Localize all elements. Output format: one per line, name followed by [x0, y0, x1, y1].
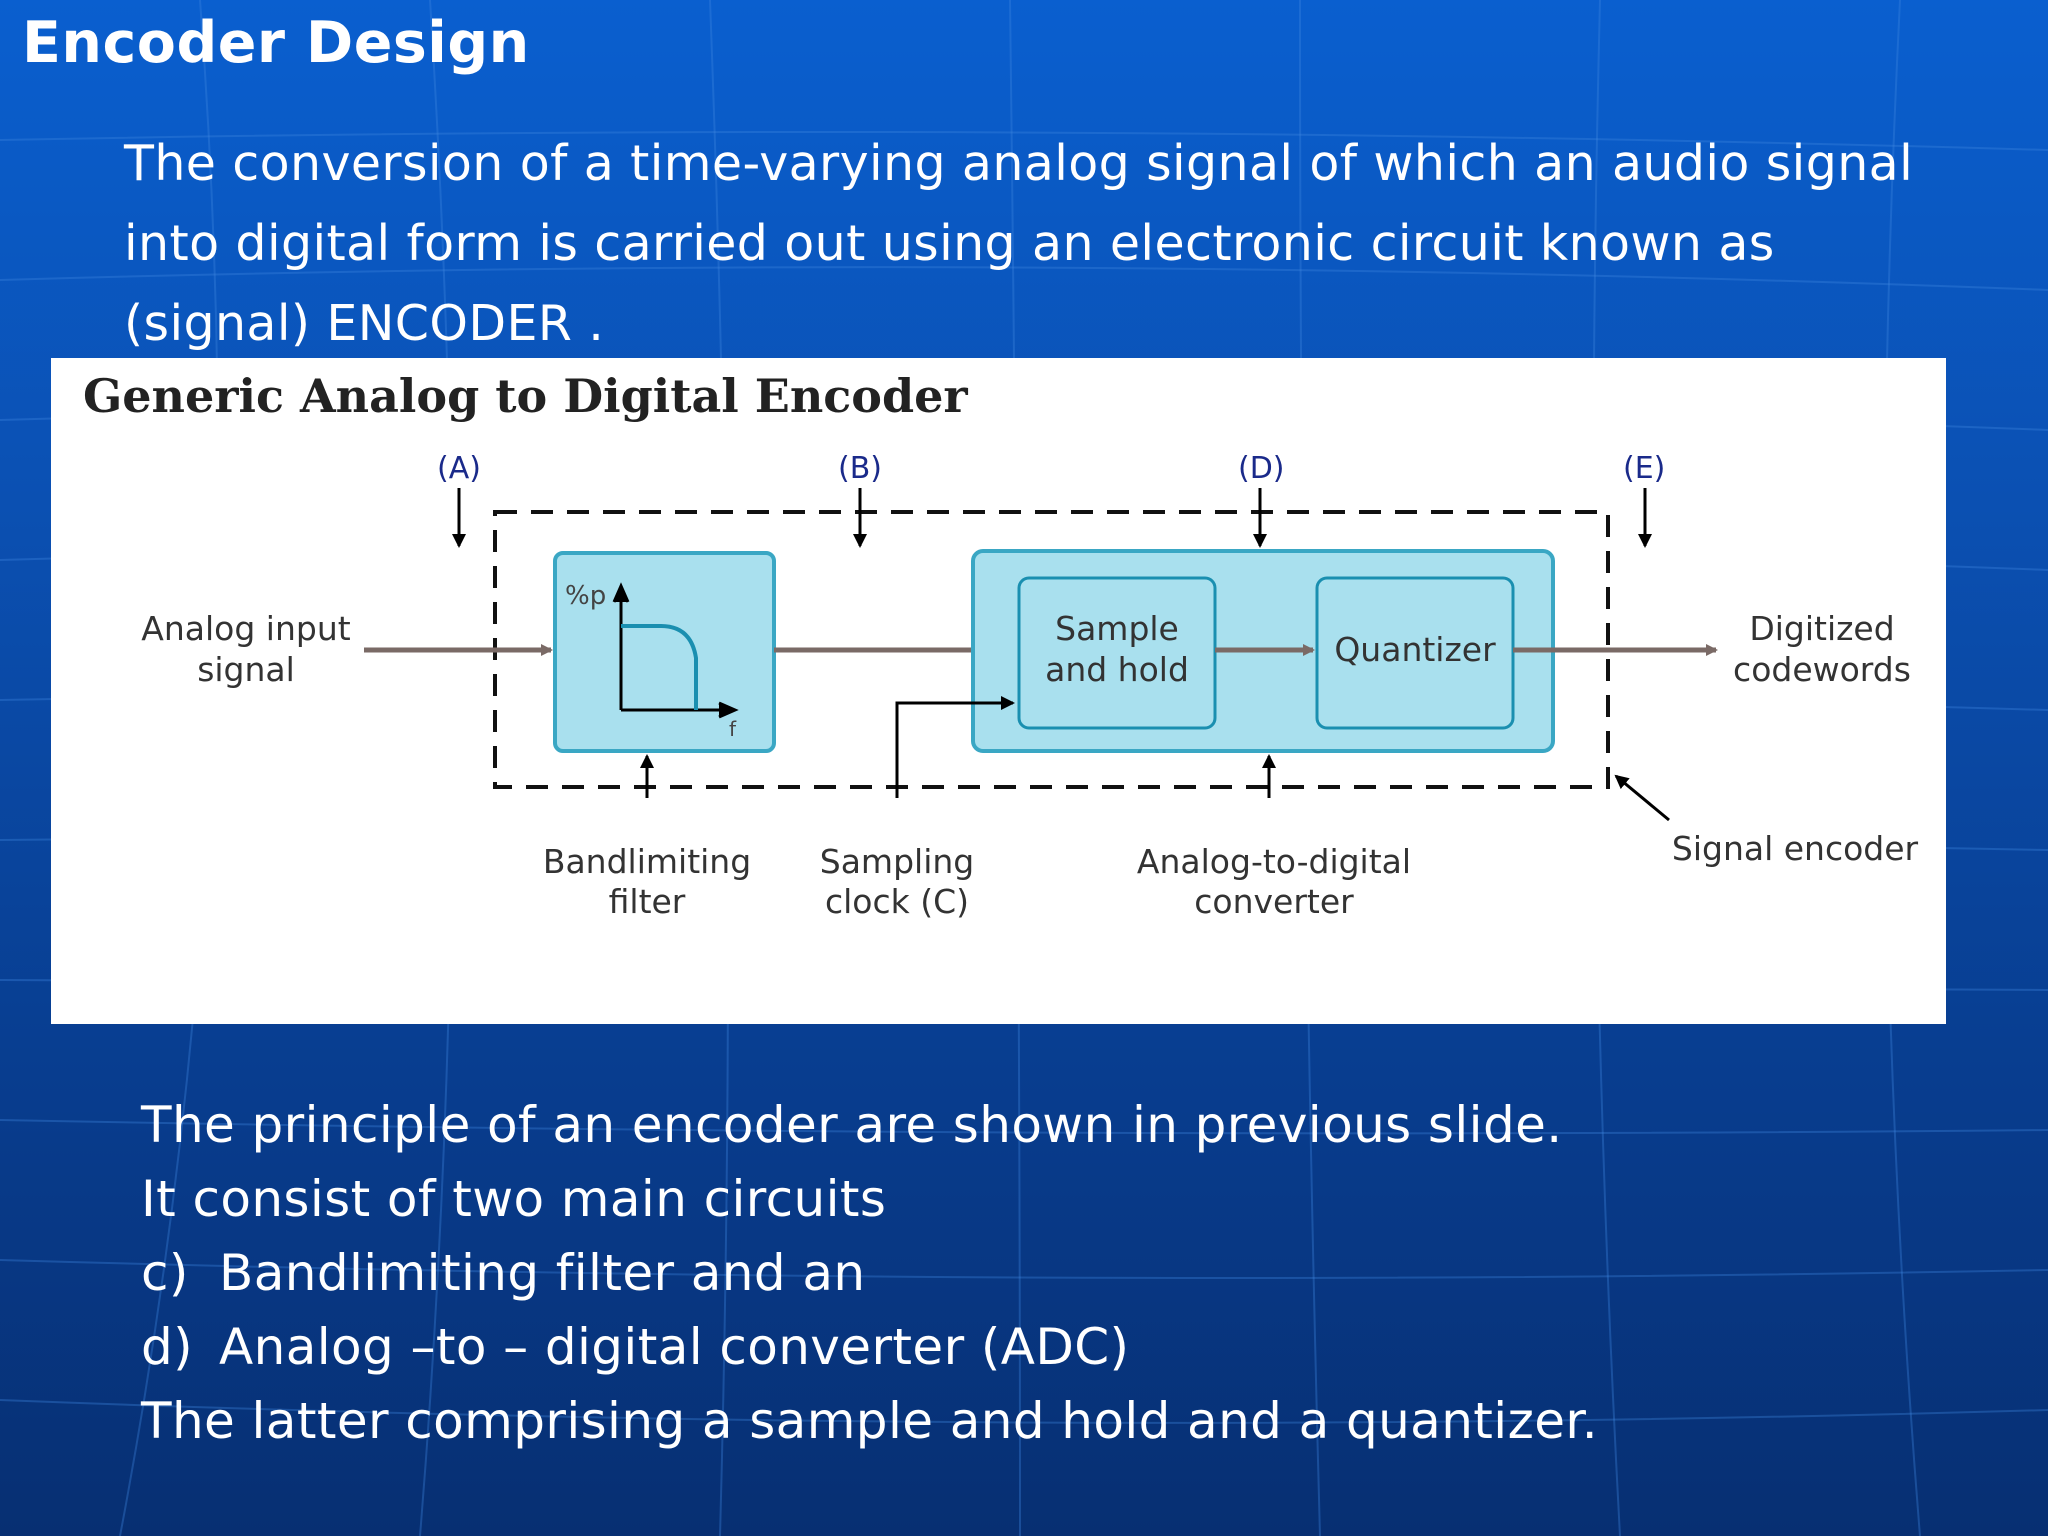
- intro-line: (signal) ENCODER .: [124, 295, 605, 352]
- slide-title: Encoder Design: [22, 10, 530, 76]
- sample-hold-label-line1: Sample: [1055, 609, 1179, 648]
- filter-response-curve: [621, 624, 698, 710]
- list-item-c: c) Bandlimiting filter and an: [141, 1236, 2001, 1310]
- point-label-a: (A): [437, 451, 481, 486]
- intro-line: The conversion of a time-varying analog …: [124, 135, 1914, 192]
- explanation-text: The principle of an encoder are shown in…: [141, 1088, 2001, 1458]
- output-label-line1: Digitized: [1749, 609, 1894, 648]
- quantizer-label: Quantizer: [1334, 630, 1496, 669]
- adc-label-line2: converter: [1194, 882, 1354, 921]
- sampling-clock-line: [895, 696, 1015, 798]
- quantizer-block: [1315, 576, 1515, 730]
- bandlimiting-label-line1: Bandlimiting: [543, 842, 751, 881]
- explanation-line-2: It consist of two main circuits: [141, 1170, 887, 1228]
- adc-label-line1: Analog-to-digital: [1137, 842, 1411, 881]
- input-label-line1: Analog input: [141, 609, 350, 648]
- point-label-d: (D): [1238, 451, 1285, 486]
- encoder-diagram-figure: Generic Analog to Digital Encoder (A) (B…: [51, 358, 1946, 1024]
- input-label-line2: signal: [197, 650, 295, 689]
- sample-and-hold-block: [1017, 576, 1217, 730]
- point-label-b: (B): [838, 451, 882, 486]
- signal-encoder-label: Signal encoder: [1672, 829, 1919, 868]
- filter-axis-x-label: f: [729, 717, 737, 741]
- list-text-d: Analog –to – digital converter (ADC): [219, 1318, 1130, 1376]
- filter-axis-y-label: %p: [565, 581, 606, 611]
- list-marker-d: d): [141, 1318, 194, 1376]
- list-text-c: Bandlimiting filter and an: [219, 1244, 866, 1302]
- explanation-line-1: The principle of an encoder are shown in…: [141, 1096, 1563, 1154]
- explanation-line-5: The latter comprising a sample and hold …: [141, 1392, 1599, 1450]
- intro-line: into digital form is carried out using a…: [124, 215, 1775, 272]
- filter-response-graph: [612, 582, 739, 719]
- diagram-title: Generic Analog to Digital Encoder: [83, 369, 968, 423]
- list-item-d: d) Analog –to – digital converter (ADC): [141, 1310, 2001, 1384]
- sample-hold-label-line2: and hold: [1045, 650, 1189, 689]
- encoder-block-diagram: Generic Analog to Digital Encoder (A) (B…: [83, 369, 1919, 921]
- output-label-line2: codewords: [1733, 650, 1911, 689]
- point-label-e: (E): [1623, 451, 1665, 486]
- intro-paragraph: The conversion of a time-varying analog …: [124, 124, 2004, 364]
- list-marker-c: c): [141, 1244, 189, 1302]
- bandlimiting-label-line2: filter: [609, 882, 686, 921]
- sampling-clock-label-line2: clock (C): [825, 882, 969, 921]
- sampling-clock-label-line1: Sampling: [820, 842, 974, 881]
- signal-encoder-pointer: [1614, 774, 1670, 822]
